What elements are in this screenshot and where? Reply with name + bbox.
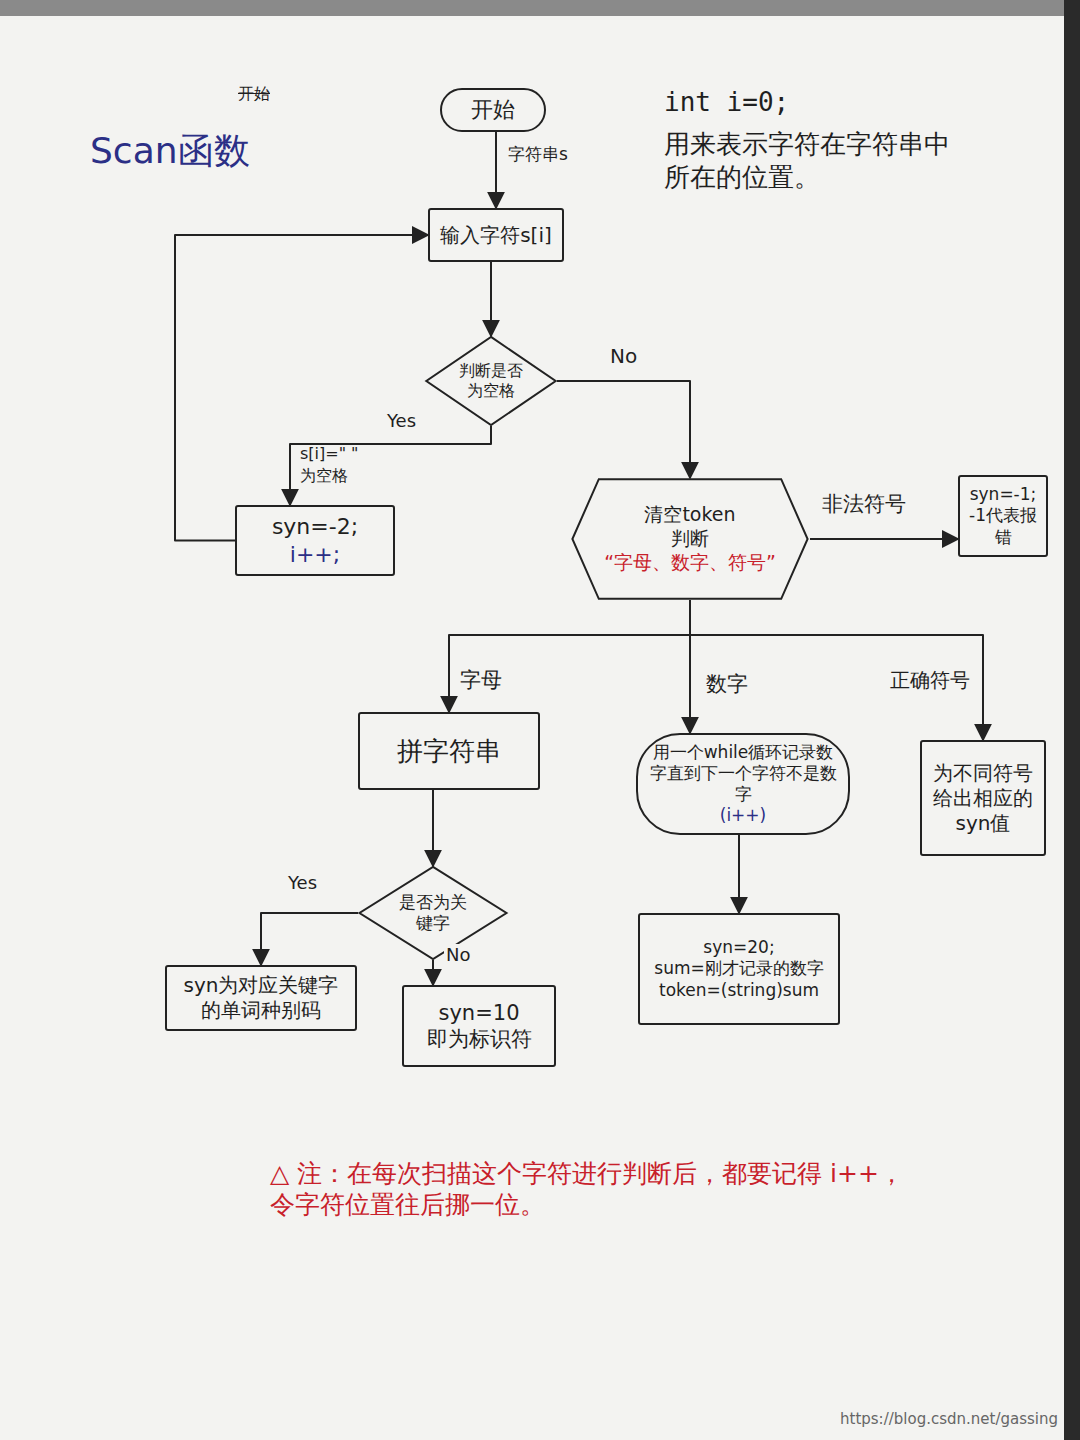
process-box: syn=-2;i++; — [235, 505, 395, 576]
process-box: 拼字符串 — [358, 712, 540, 790]
edge-label: 字符串s — [506, 144, 570, 164]
node-content: syn=-1;-1代表报错 — [960, 478, 1046, 554]
struck-text: 开始 — [238, 84, 270, 104]
condition-note: s[i]=" " — [300, 444, 358, 464]
decision-diamond: 判断是否为空格 — [425, 336, 557, 426]
error-box: syn=-1;-1代表报错 — [958, 475, 1048, 557]
node-text: -1代表报错 — [968, 505, 1038, 548]
node-content: syn=20;sum=刚才记录的数字token=(string)sum — [640, 931, 838, 1007]
flow-arrow — [432, 960, 434, 985]
node-text: syn=10 — [439, 1000, 520, 1026]
node-content: 拼字符串 — [360, 729, 538, 774]
flow-arrow — [432, 790, 434, 866]
node-text: 拼字符串 — [397, 735, 501, 768]
node-text: 是否为关键字 — [394, 892, 472, 935]
start-terminal: 开始 — [440, 88, 546, 132]
node-text: sum=刚才记录的数字 — [654, 958, 823, 979]
node-content: syn=-2;i++; — [237, 507, 393, 574]
node-text: i++; — [290, 541, 340, 569]
outline — [360, 867, 507, 959]
node-content: 判断是否为空格 — [425, 355, 557, 407]
node-text: syn为对应关键字的单词种别码 — [175, 973, 347, 1023]
process-box: 为不同符号给出相应的syn值 — [920, 740, 1046, 856]
edge-label: Yes — [286, 872, 319, 894]
result-box: syn=20;sum=刚才记录的数字token=(string)sum — [638, 913, 840, 1025]
node-text: 输入字符s[i] — [440, 223, 552, 248]
node-text: syn=20; — [703, 937, 774, 958]
node-text: “字母、数字、符号” — [604, 551, 776, 575]
node-text: 判断 — [671, 527, 709, 551]
node-content: 清空token判断“字母、数字、符号” — [570, 497, 810, 580]
node-text: 用一个while循环记录数字直到下一个字符不是数字 — [646, 742, 840, 806]
node-text: 开始 — [471, 96, 515, 124]
node-text: 判断是否为空格 — [455, 361, 527, 401]
right-edge — [1064, 0, 1080, 1440]
result-box: syn=10即为标识符 — [402, 985, 556, 1067]
node-content: 是否为关键字 — [358, 886, 508, 941]
flow-arrow — [261, 913, 358, 965]
node-text: syn=-2; — [272, 513, 358, 541]
node-content: 开始 — [442, 90, 544, 130]
node-text: (i++) — [720, 805, 766, 826]
edge-label: 正确符号 — [888, 668, 972, 692]
node-text: token=(string)sum — [659, 980, 819, 1001]
node-content: 用一个while循环记录数字直到下一个字符不是数字(i++) — [638, 736, 848, 833]
footnote: △ 注：在每次扫描这个字符进行判断后，都要记得 i++，令字符位置往后挪一位。 — [270, 1158, 910, 1221]
flow-arrow — [810, 538, 958, 540]
edge-label: No — [444, 944, 472, 966]
watermark: https://blog.csdn.net/gassing — [840, 1410, 1058, 1429]
flow-arrow — [738, 835, 740, 913]
decision-diamond: 是否为关键字 — [358, 866, 508, 960]
flow-arrow — [557, 381, 690, 478]
diagram-title: Scan函数 — [90, 128, 250, 173]
edge-label: 数字 — [704, 672, 750, 697]
result-box: syn为对应关键字的单词种别码 — [165, 965, 357, 1031]
process-box: 输入字符s[i] — [428, 208, 564, 262]
outline — [572, 479, 807, 599]
flow-arrow — [690, 600, 983, 740]
node-text: syn=-1; — [970, 484, 1037, 505]
loop-box: 用一个while循环记录数字直到下一个字符不是数字(i++) — [636, 733, 850, 835]
flow-arrow — [290, 426, 491, 505]
flow-arrow — [495, 132, 497, 208]
flow-arrow — [449, 600, 690, 712]
variable-note: 用来表示字符在字符串中所在的位置。 — [664, 128, 964, 193]
node-text: 清空token — [644, 503, 735, 527]
edge-label: 字母 — [458, 668, 504, 693]
top-edge — [0, 0, 1080, 16]
node-text: 即为标识符 — [427, 1026, 532, 1052]
node-content: 为不同符号给出相应的syn值 — [922, 755, 1044, 842]
variable-note: int i=0; — [664, 86, 789, 119]
edge-label: 非法符号 — [820, 492, 908, 517]
node-content: syn为对应关键字的单词种别码 — [167, 967, 355, 1029]
node-content: syn=10即为标识符 — [404, 994, 554, 1059]
flow-arrow — [175, 235, 428, 541]
edge-label: No — [608, 344, 639, 368]
decision-hexagon: 清空token判断“字母、数字、符号” — [570, 478, 810, 600]
node-text: 为不同符号给出相应的syn值 — [930, 761, 1036, 836]
node-content: 输入字符s[i] — [430, 217, 562, 254]
flow-arrow — [490, 262, 492, 336]
outline — [426, 337, 555, 425]
edge-label: Yes — [385, 410, 418, 432]
condition-note: 为空格 — [300, 466, 348, 486]
